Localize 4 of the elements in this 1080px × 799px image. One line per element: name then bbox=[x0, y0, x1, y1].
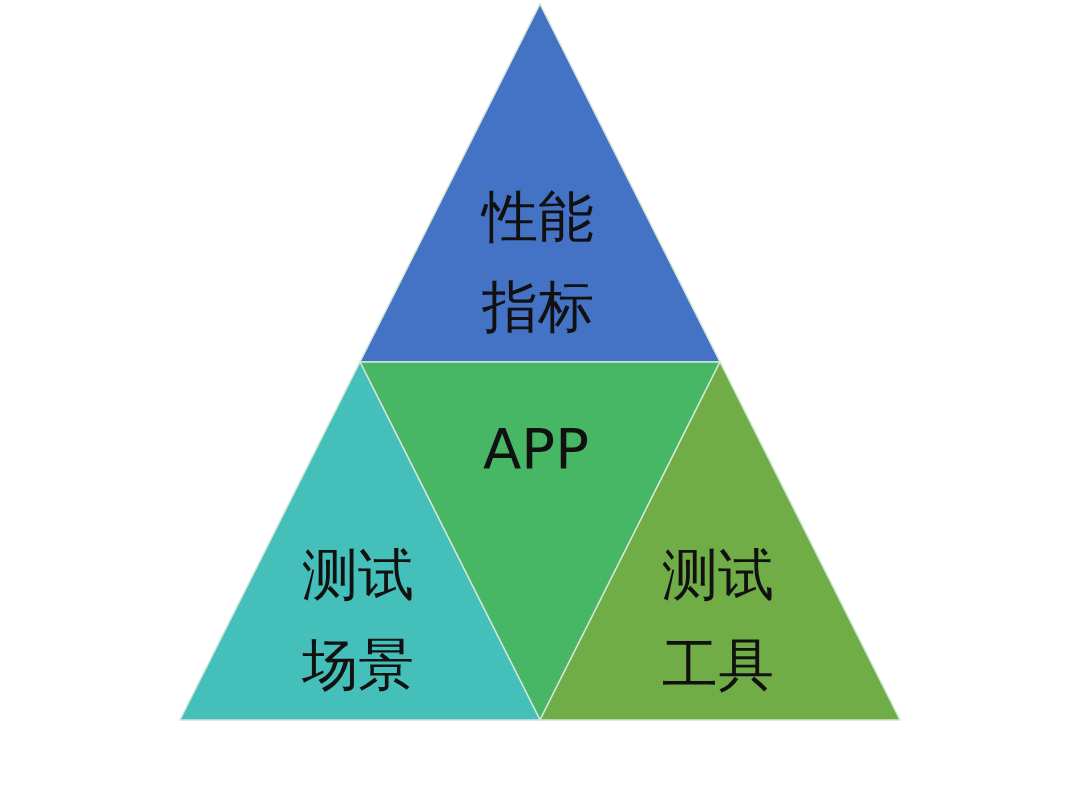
node-label: APP bbox=[482, 415, 590, 483]
node-label: 性能指标 bbox=[480, 183, 595, 341]
node-label: 测试工具 bbox=[660, 541, 775, 699]
node-label: 测试场景 bbox=[300, 541, 415, 699]
